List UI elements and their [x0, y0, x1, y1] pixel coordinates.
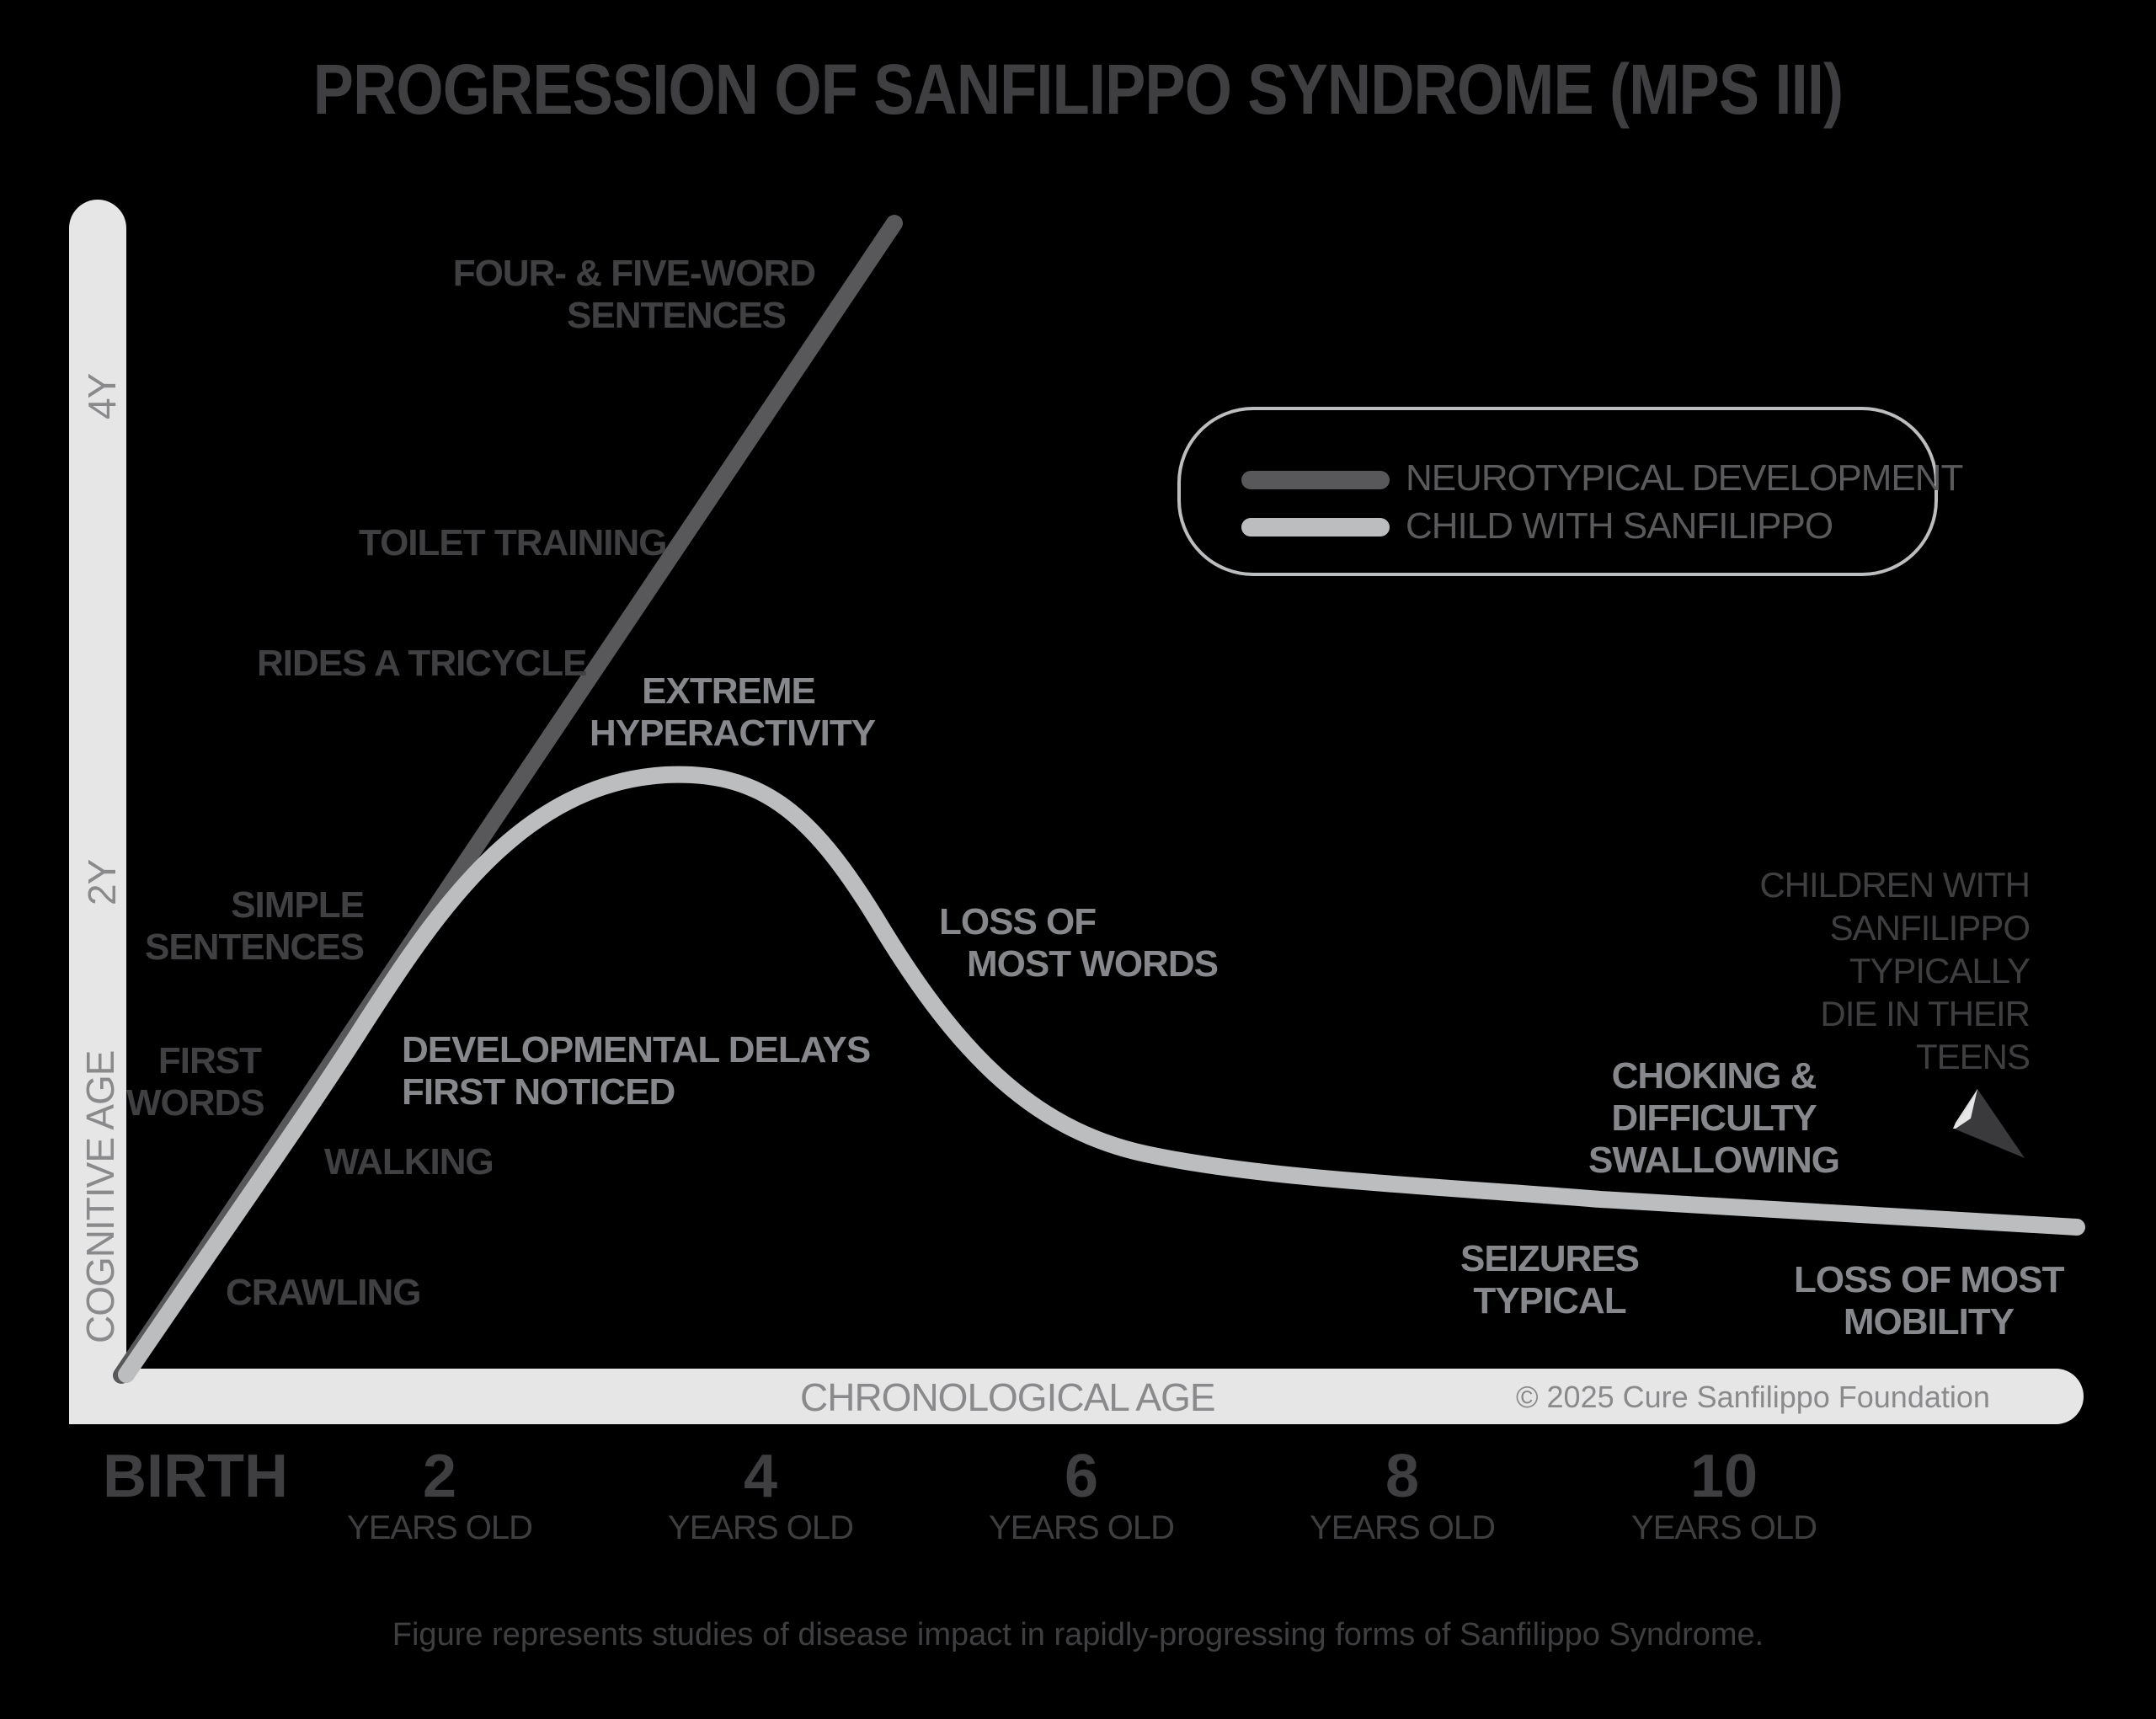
label-line: FIRST: [157, 1040, 262, 1081]
label-rides-tricycle: RIDES A TRICYCLE: [257, 643, 587, 684]
x-tick-2: 2: [422, 1443, 457, 1510]
label-line: FOUR- & FIVE-WORD: [452, 253, 816, 294]
sanfilippo-line: [118, 766, 2085, 1383]
label-line: WORDS: [126, 1082, 265, 1124]
copyright-text: © 2025 Cure Sanfilippo Foundation: [1516, 1380, 1990, 1414]
x-tick-6-sub: YEARS OLD: [989, 1509, 1175, 1546]
legend-swatch-neurotypical: [1241, 471, 1390, 489]
label-line: TEENS: [1915, 1037, 2031, 1076]
label-toilet-training: TOILET TRAINING: [359, 522, 668, 563]
label-teens-note: CHILDREN WITH SANFILIPPO TYPICALLY DIE I…: [1752, 863, 2031, 1078]
label-four-five-word: FOUR- & FIVE-WORD SENTENCES: [403, 253, 816, 337]
label-line: SENTENCES: [567, 295, 787, 336]
label-line: MOBILITY: [1843, 1301, 2015, 1343]
label-line: SANFILIPPO: [1829, 908, 2031, 948]
label-developmental-delays: DEVELOPMENTAL DELAYS FIRST NOTICED: [402, 1029, 871, 1113]
label-line: DIE IN THEIR: [1820, 994, 2031, 1033]
label-line: LOSS OF MOST: [1794, 1259, 2064, 1300]
x-axis-title: CHRONOLOGICAL AGE: [800, 1375, 1216, 1419]
label-line: EXTREME: [642, 670, 816, 712]
label-line: DIFFICULTY: [1611, 1097, 1817, 1139]
x-tick-4-sub: YEARS OLD: [668, 1509, 854, 1546]
x-tick-4: 4: [743, 1443, 778, 1510]
label-loss-mobility: LOSS OF MOST MOBILITY: [1794, 1259, 2064, 1343]
x-tick-2-sub: YEARS OLD: [347, 1509, 533, 1546]
y-axis-bar: [69, 200, 126, 1423]
chart-title: PROGRESSION OF SANFILIPPO SYNDROME (MPS …: [312, 50, 1844, 129]
label-line: TYPICAL: [1473, 1280, 1626, 1321]
x-tick-8-sub: YEARS OLD: [1310, 1509, 1496, 1546]
legend-swatch-sanfilippo: [1241, 518, 1390, 537]
label-crawling: CRAWLING: [226, 1272, 422, 1313]
x-tick-8: 8: [1385, 1443, 1420, 1510]
label-line: SEIZURES: [1460, 1238, 1640, 1279]
label-line: DEVELOPMENTAL DELAYS: [402, 1029, 871, 1070]
label-choking-swallowing: CHOKING & DIFFICULTY SWALLOWING: [1583, 1055, 1844, 1182]
label-walking: WALKING: [324, 1141, 494, 1182]
label-simple-sentences: SIMPLE SENTENCES: [126, 884, 365, 969]
x-tick-10: 10: [1689, 1443, 1758, 1510]
label-line: HYPERACTIVITY: [590, 713, 876, 754]
label-seizures-typical: SEIZURES TYPICAL: [1449, 1238, 1651, 1322]
teens-arrow-icon: [1954, 1089, 2025, 1158]
label-line: SWALLOWING: [1588, 1140, 1840, 1181]
x-tick-6: 6: [1064, 1443, 1099, 1510]
teens-arrow-highlight: [1953, 1089, 1977, 1129]
x-tick-birth: BIRTH: [103, 1443, 288, 1510]
legend-label-neurotypical: NEUROTYPICAL DEVELOPMENT: [1406, 457, 1963, 499]
legend-label-sanfilippo: CHILD WITH SANFILIPPO: [1406, 505, 1833, 547]
figure-caption: Figure represents studies of disease imp…: [392, 1617, 1764, 1652]
label-line: SIMPLE: [231, 884, 365, 926]
label-line: SENTENCES: [145, 926, 365, 968]
label-loss-most-words: LOSS OF MOST WORDS: [939, 901, 1219, 985]
label-extreme-hyperactivity: EXTREME HYPERACTIVITY: [590, 670, 876, 755]
label-line: MOST WORDS: [967, 943, 1219, 985]
label-line: LOSS OF: [939, 901, 1097, 942]
label-line: CHOKING &: [1611, 1055, 1817, 1097]
label-line: CHILDREN WITH: [1759, 865, 2031, 905]
x-tick-10-sub: YEARS OLD: [1631, 1509, 1817, 1546]
legend-box: NEUROTYPICAL DEVELOPMENT CHILD WITH SANF…: [1177, 407, 1963, 576]
label-first-words: FIRST WORDS: [126, 1040, 265, 1124]
label-line: TYPICALLY: [1849, 951, 2031, 990]
label-line: FIRST NOTICED: [402, 1071, 675, 1113]
x-axis-bar: [69, 1369, 2084, 1424]
